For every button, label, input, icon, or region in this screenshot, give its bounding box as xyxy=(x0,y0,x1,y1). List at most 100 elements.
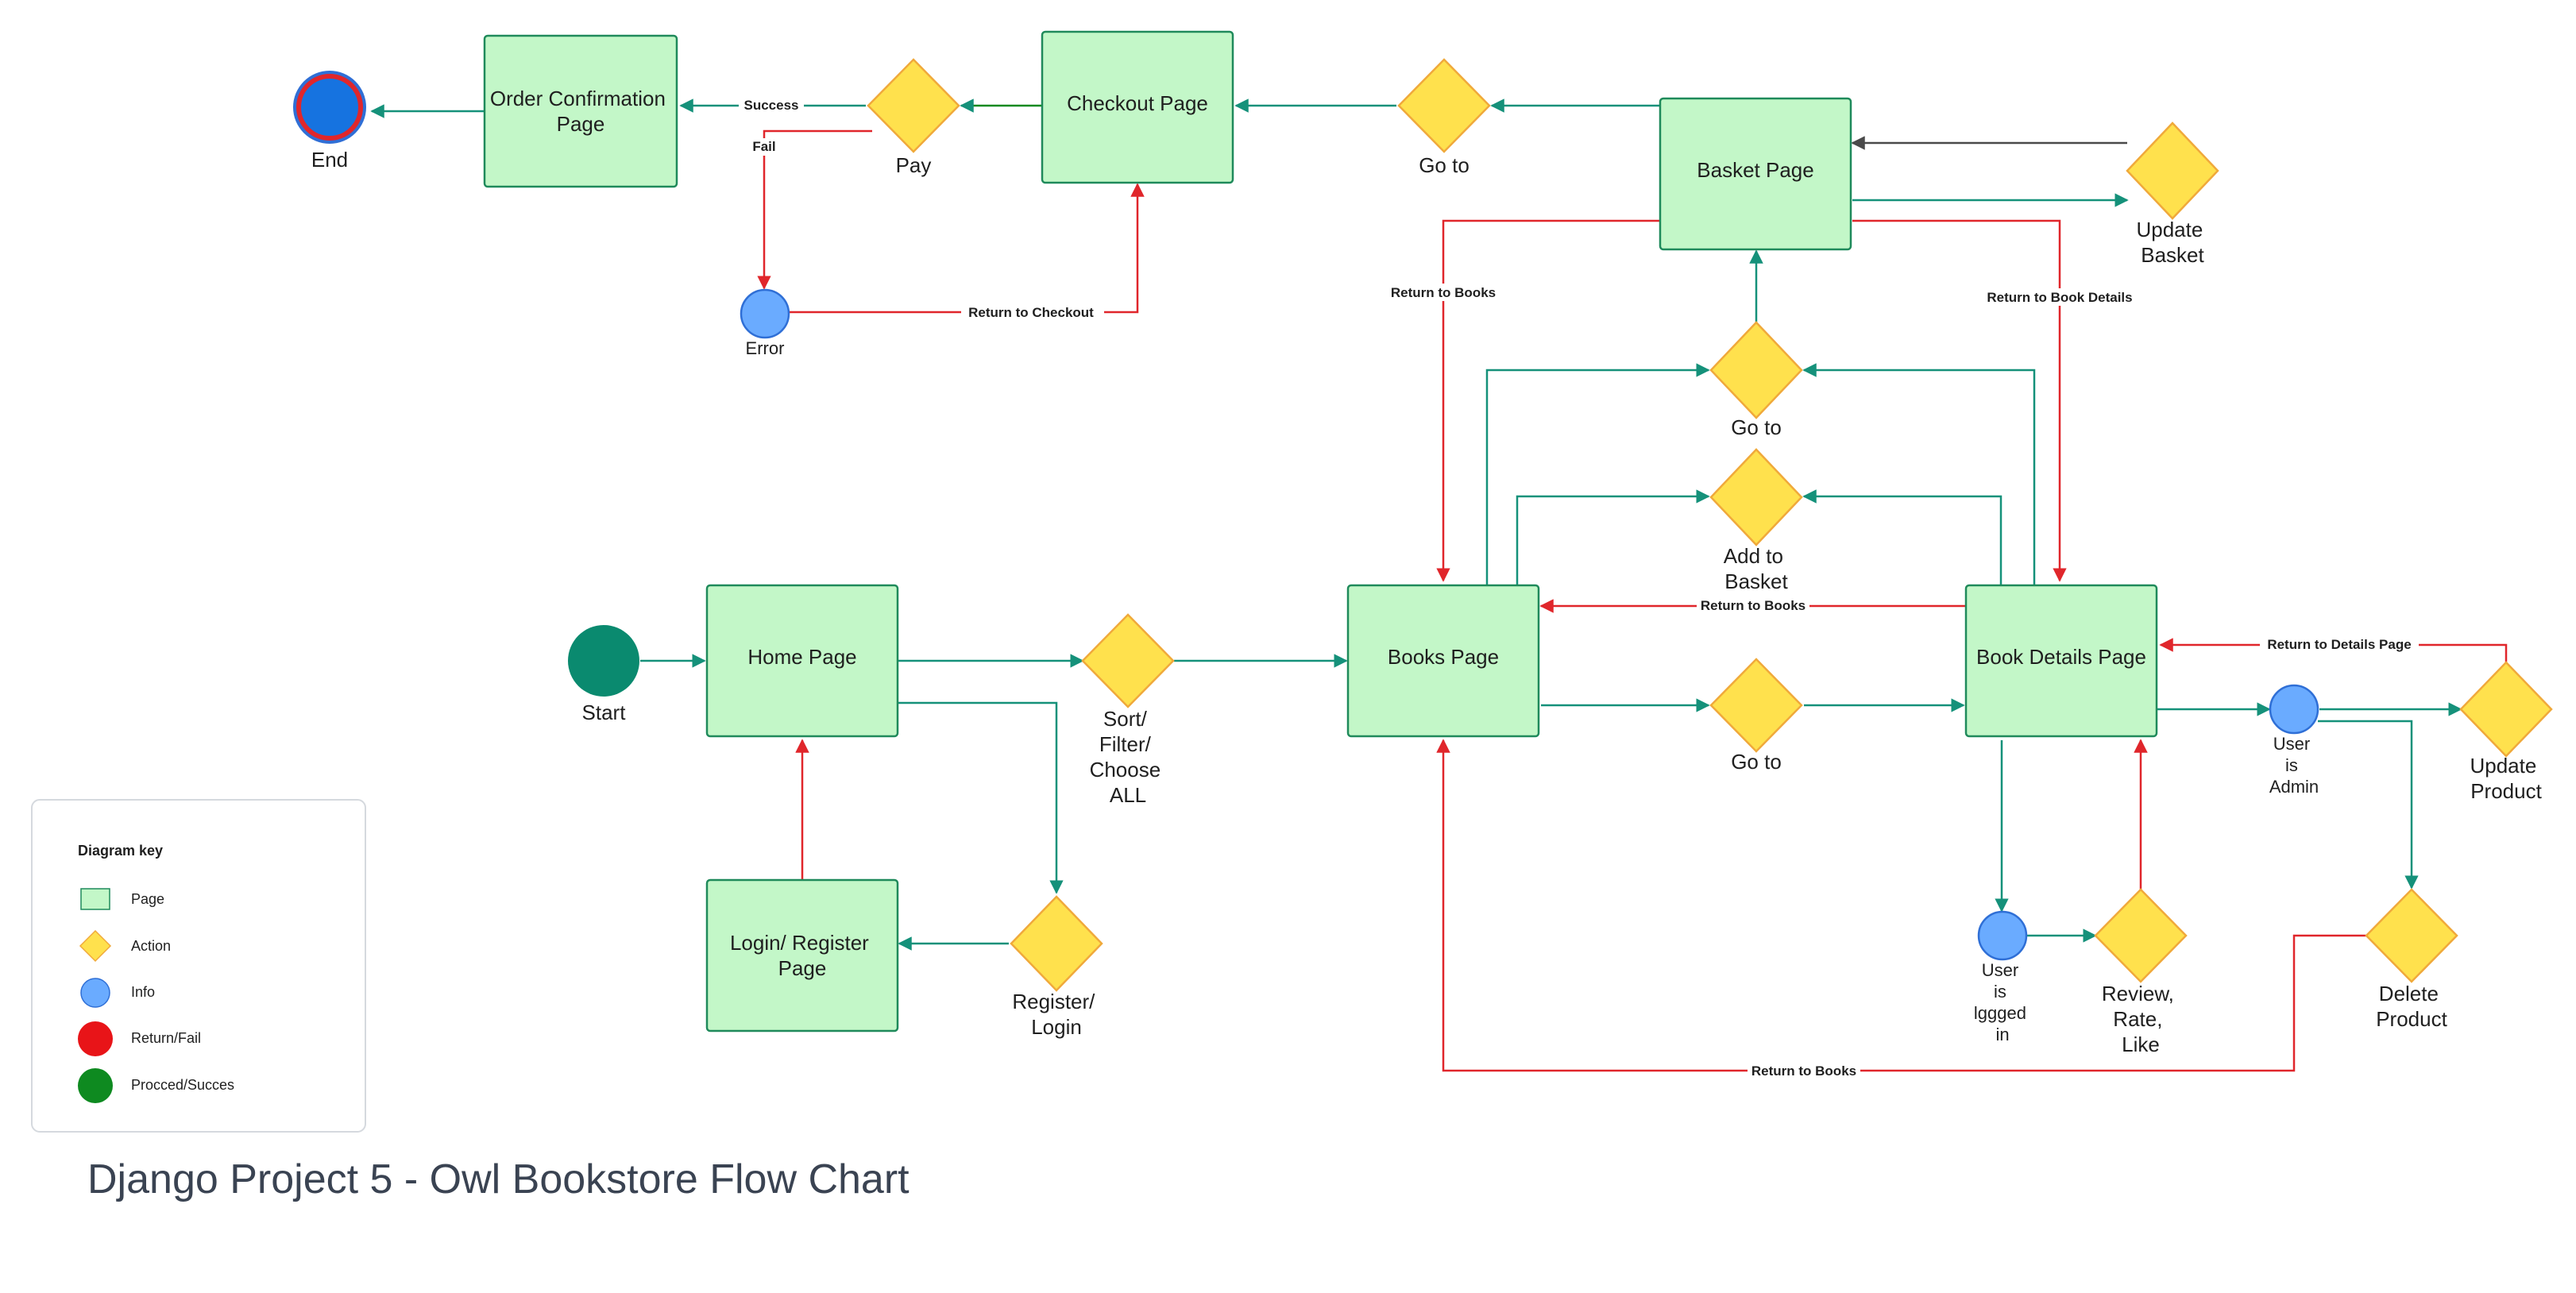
svg-text:User is lggged: User is lggged in xyxy=(1974,960,2031,1044)
end-label: End xyxy=(311,148,348,172)
update-basket-line-1: Update xyxy=(2136,218,2203,241)
book-details-page-label: Book Details Page xyxy=(1976,645,2146,669)
checkout-page[interactable]: Checkout Page xyxy=(1041,30,1234,184)
edge-home-to-register xyxy=(898,701,1064,894)
key-proceed-label: Procced/Succes xyxy=(131,1077,234,1093)
register-login-action[interactable]: Register/ Login xyxy=(1010,895,1103,1039)
svg-text:Update Product: Update Product xyxy=(2470,754,2542,803)
book-details-page[interactable]: Book Details Page xyxy=(1964,584,2158,738)
key-return-swatch xyxy=(78,1021,113,1056)
update-product-line-1: Update xyxy=(2470,754,2536,778)
svg-text:Login/ Register Page: Login/ Register Page xyxy=(730,931,875,980)
basket-page-label: Basket Page xyxy=(1697,158,1813,182)
label-success: Success xyxy=(744,98,799,113)
action-nodes: Pay Go to Update Basket Go to Add to Bas… xyxy=(867,58,2553,1056)
start-node[interactable]: Start xyxy=(568,625,639,724)
diagram-key: Diagram key Page Action Info Return/Fail… xyxy=(31,799,366,1133)
logged-in-line-4: in xyxy=(1995,1025,2009,1044)
logged-in-line-2: is xyxy=(1994,982,2006,1002)
user-logged-in-info[interactable]: User is lggged in xyxy=(1974,910,2031,1044)
checkout-page-label: Checkout Page xyxy=(1067,91,1208,115)
svg-text:Update Basket: Update Basket xyxy=(2136,218,2208,267)
key-info-swatch xyxy=(80,978,110,1008)
sort-filter-line-1: Sort/ xyxy=(1103,707,1148,731)
login-register-page[interactable]: Login/ Register Page xyxy=(705,878,899,1032)
edge-basket-return-to-books xyxy=(1436,219,1660,582)
label-return-book-details: Return to Book Details xyxy=(1987,290,2132,305)
review-action[interactable]: Review, Rate, Like xyxy=(2094,888,2188,1056)
key-action-label: Action xyxy=(131,938,171,954)
key-info-label: Info xyxy=(131,984,155,1000)
diagram-title: Django Project 5 - Owl Bookstore Flow Ch… xyxy=(87,1156,910,1202)
edge-labels: Success Fail Return to Checkout Return t… xyxy=(739,96,2419,1079)
edge-basket-return-to-details xyxy=(1852,219,2067,582)
books-page[interactable]: Books Page xyxy=(1346,584,1540,738)
admin-line-2: is xyxy=(2285,755,2298,775)
basket-page[interactable]: Basket Page xyxy=(1659,97,1852,251)
admin-line-1: User xyxy=(2273,734,2310,754)
delete-product-action[interactable]: Delete Product xyxy=(2365,888,2458,1031)
pay-action[interactable]: Pay xyxy=(867,58,960,177)
goto-basket-action[interactable]: Go to xyxy=(1709,321,1803,439)
svg-text:Order Confirmation Pag: Order Confirmation Page xyxy=(490,87,671,136)
order-confirmation-line-2: Page xyxy=(557,112,605,136)
edge-details-to-goto-basket xyxy=(1802,363,2036,585)
goto-details-action[interactable]: Go to xyxy=(1709,658,1803,774)
key-proceed-swatch xyxy=(78,1068,113,1103)
edge-pay-fail-to-error xyxy=(757,129,872,290)
edge-books-to-add-basket xyxy=(1516,489,1710,585)
logged-in-line-1: User xyxy=(1982,960,2018,980)
update-basket-line-2: Basket xyxy=(2141,243,2204,267)
order-confirmation-line-1: Order Confirmation xyxy=(490,87,666,110)
review-line-1: Review, xyxy=(2102,982,2174,1005)
key-page-label: Page xyxy=(131,891,164,907)
add-to-basket-line-2: Basket xyxy=(1724,569,1788,593)
edge-delete-return-books xyxy=(1436,739,2367,1072)
svg-text:Review, Rate,: Review, Rate, Like xyxy=(2102,982,2180,1056)
edge-details-to-add-basket xyxy=(1802,489,2002,585)
add-to-basket-line-1: Add to xyxy=(1724,544,1783,568)
label-return-books-basket: Return to Books xyxy=(1391,285,1496,300)
user-is-admin-info[interactable]: User is Admin xyxy=(2269,684,2319,797)
sort-filter-line-3: Choose xyxy=(1090,758,1161,782)
label-fail: Fail xyxy=(752,139,775,154)
order-confirmation-page[interactable]: Order Confirmation Page xyxy=(483,34,678,188)
label-return-details-page: Return to Details Page xyxy=(2267,637,2411,652)
label-return-books-bottom: Return to Books xyxy=(1751,1063,1856,1079)
sort-filter-action[interactable]: Sort/ Filter/ Choose ALL xyxy=(1081,613,1175,807)
review-line-3: Like xyxy=(2122,1032,2160,1056)
svg-text:Delete Product: Delete Product xyxy=(2376,982,2447,1031)
add-to-basket-action[interactable]: Add to Basket xyxy=(1709,448,1803,593)
update-basket-action[interactable]: Update Basket xyxy=(2126,122,2219,267)
terminal-nodes: Start End xyxy=(293,71,639,724)
key-action-swatch xyxy=(79,929,112,963)
delete-product-line-1: Delete xyxy=(2379,982,2439,1005)
login-register-line-2: Page xyxy=(778,956,827,980)
end-node[interactable]: End xyxy=(293,71,366,172)
svg-text:Register/ Login: Register/ Login xyxy=(1012,990,1100,1039)
goto-checkout-label: Go to xyxy=(1419,153,1470,177)
svg-text:Add to Basket: Add to Basket xyxy=(1724,544,1789,593)
goto-details-label: Go to xyxy=(1731,750,1782,774)
login-register-line-1: Login/ Register xyxy=(730,931,869,955)
edge-admin-to-delete xyxy=(2318,720,2419,890)
goto-checkout-action[interactable]: Go to xyxy=(1397,58,1491,177)
error-label: Error xyxy=(746,338,785,358)
home-page-label: Home Page xyxy=(747,645,856,669)
books-page-label: Books Page xyxy=(1388,645,1499,669)
delete-product-line-2: Product xyxy=(2376,1007,2447,1031)
start-label: Start xyxy=(582,701,627,724)
key-page-swatch xyxy=(80,888,110,910)
sort-filter-line-2: Filter/ xyxy=(1099,732,1152,756)
review-line-2: Rate, xyxy=(2113,1007,2162,1031)
sort-filter-line-4: ALL xyxy=(1110,783,1146,807)
error-info[interactable]: Error xyxy=(740,288,790,358)
label-return-checkout: Return to Checkout xyxy=(968,305,1094,320)
goto-basket-label: Go to xyxy=(1731,415,1782,439)
key-title: Diagram key xyxy=(78,843,163,859)
home-page[interactable]: Home Page xyxy=(705,584,899,738)
register-login-line-1: Register/ xyxy=(1012,990,1095,1013)
update-product-action[interactable]: Update Product xyxy=(2459,661,2553,803)
update-product-line-2: Product xyxy=(2470,779,2542,803)
